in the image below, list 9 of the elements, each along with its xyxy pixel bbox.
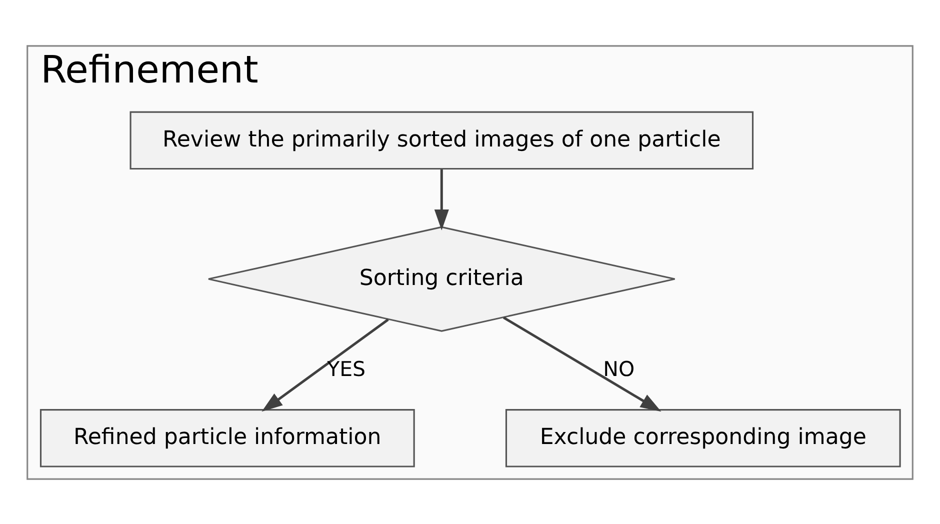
node-box: Exclude corresponding image [505, 408, 901, 467]
edge-label: NO [603, 356, 635, 380]
node-box: Refined particle information [40, 408, 415, 467]
node-box: Review the primarily sorted images of one particle [130, 110, 754, 170]
arrow [262, 318, 389, 412]
edge-label: YES [327, 356, 366, 380]
arrow [502, 316, 662, 412]
node-diamond: Sorting criteria [208, 226, 676, 332]
arrow [434, 168, 449, 230]
